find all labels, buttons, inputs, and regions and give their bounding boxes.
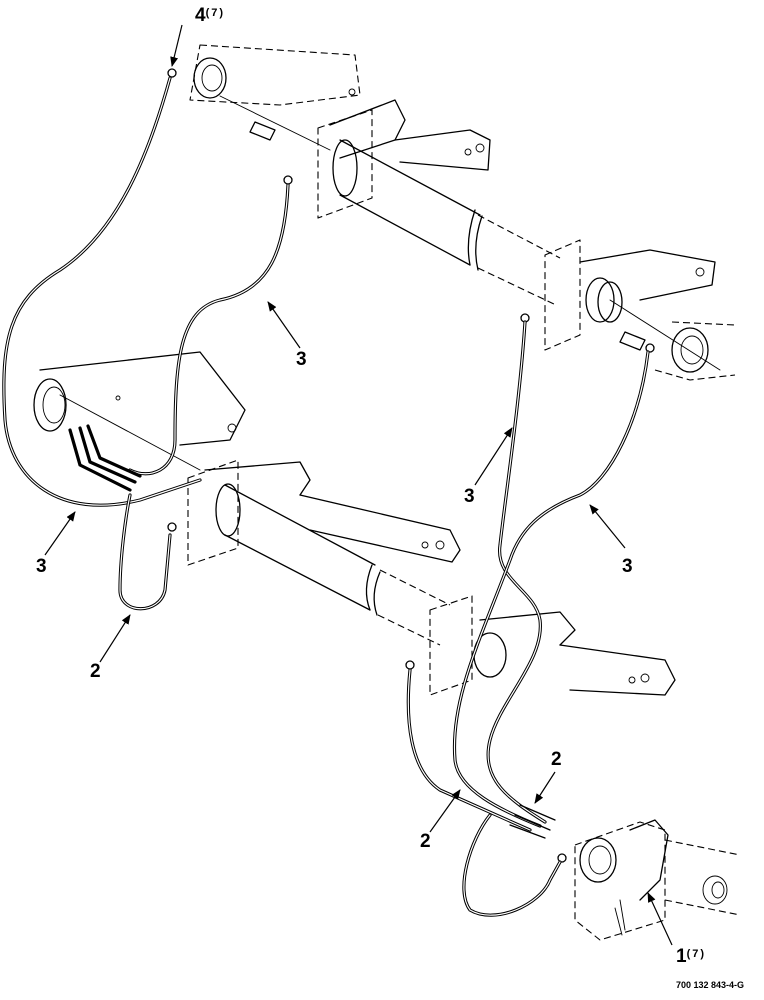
callout-quantity: (7) xyxy=(205,7,226,19)
callout-number: 3 xyxy=(36,556,47,577)
callout-3: 3 xyxy=(622,557,633,576)
callout-3: 3 xyxy=(464,487,475,506)
grease-fitting-icon xyxy=(645,343,655,353)
callout-2: 2 xyxy=(551,750,562,769)
grease-fitting-icon xyxy=(167,68,177,78)
callout-number: 2 xyxy=(90,661,101,682)
callout-number: 2 xyxy=(420,831,431,852)
callout-quantity: (7) xyxy=(686,948,707,960)
callout-number: 2 xyxy=(551,749,562,770)
grease-hoses xyxy=(2,76,650,917)
callout-number: 3 xyxy=(622,556,633,577)
callout-number: 1 xyxy=(676,946,687,967)
grease-fitting-icon xyxy=(405,660,415,670)
callout-number: 3 xyxy=(464,486,475,507)
callout-number: 4 xyxy=(195,5,206,26)
callout-2: 2 xyxy=(90,662,101,681)
callout-3: 3 xyxy=(36,557,47,576)
grease-fitting-icon xyxy=(283,175,293,185)
grease-fittings xyxy=(167,68,655,863)
grease-fitting-icon xyxy=(557,853,567,863)
callout-3: 3 xyxy=(296,350,307,369)
callout-2: 2 xyxy=(420,832,431,851)
upper-reel-shaft xyxy=(189,44,736,381)
lower-right-bearing-bracket xyxy=(574,819,741,941)
drawing-code: 700 132 843-4-G xyxy=(676,980,745,990)
callout-leaders xyxy=(44,24,673,946)
middle-reel-shaft xyxy=(33,351,676,696)
callout-number: 3 xyxy=(296,349,307,370)
grease-fitting-icon xyxy=(167,522,177,532)
callout-4: 4(7) xyxy=(195,6,225,25)
callout-1: 1(7) xyxy=(676,947,706,966)
